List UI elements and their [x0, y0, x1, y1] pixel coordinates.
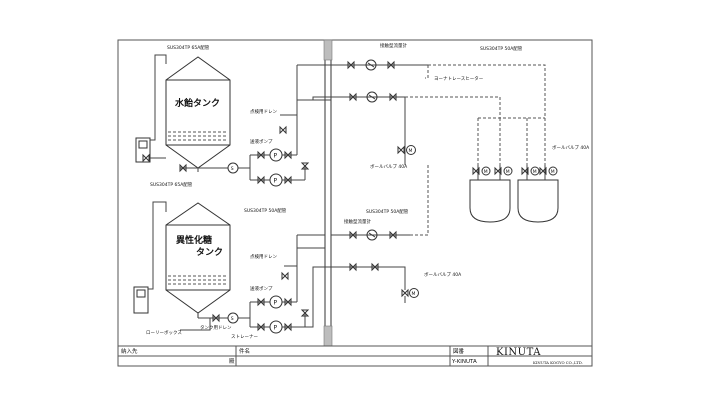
pump-1b: P [269, 173, 283, 187]
valves-group-2 [212, 271, 310, 332]
lower-main-line [296, 165, 429, 328]
title-block-drawing-no: Y-KINUTA [451, 359, 477, 365]
company-logo: KINUTA [496, 347, 541, 358]
tank-2 [165, 202, 231, 318]
svg-text:P: P [274, 299, 278, 306]
tank-1-name: 水飴タンク [175, 97, 220, 109]
label-flowmeter-2: 接触型流量計 [344, 218, 371, 225]
upper-valves [347, 60, 397, 102]
label-pump-1: 送液ポンプ [250, 138, 273, 145]
label-sus-65a-side: SUS304TP 65A配管 [150, 181, 193, 188]
label-strainer: ストレーナー [231, 334, 258, 340]
svg-text:M: M [506, 169, 510, 175]
svg-text:P: P [274, 177, 278, 184]
upper-main-line [296, 64, 546, 165]
tank-1 [165, 56, 231, 172]
label-ball-valve-1: ボールバルブ 40A [370, 163, 408, 170]
flowmeter-1 [365, 59, 377, 71]
label-sus-65a-top: SUS304TP 65A配管 [167, 44, 210, 51]
tank-2-name-line2: タンク [196, 246, 223, 258]
strainer-2: S [227, 312, 239, 324]
svg-text:M: M [533, 169, 537, 175]
lower-valves [349, 230, 397, 272]
label-drain-2: 点検用ドレン [250, 253, 277, 260]
tank-2-name-line1: 異性化糖 [176, 234, 212, 246]
label-tank-drain: タンク用ドレン [200, 324, 232, 331]
wall-column [323, 39, 333, 347]
label-sus-50a-lower: SUS304TP 50A配管 [366, 208, 409, 215]
svg-text:M: M [409, 148, 413, 154]
pump-2a: P [269, 295, 283, 309]
title-block [118, 345, 592, 366]
label-ball-valve-2: ボールバルブ 40A [552, 144, 590, 151]
svg-text:P: P [274, 152, 278, 159]
company-name: KINUTA KOGYO CO.,LTD. [533, 360, 583, 365]
label-sus-50a-mid: SUS304TP 50A配管 [244, 207, 287, 214]
label-pump-2: 送液ポンプ [250, 285, 273, 292]
motor-valve-lower: M [401, 288, 419, 303]
flowmeter-2 [366, 91, 378, 103]
title-block-client-header: 納入先 [121, 347, 138, 355]
label-drain-1: 点検用ドレン [250, 108, 277, 115]
drawing-frame [117, 39, 593, 367]
flowmeter-3 [366, 229, 378, 241]
motor-valve-upper: M [397, 145, 416, 155]
label-flowmeter-1: 接触型流量計 [380, 42, 407, 49]
svg-text:M: M [484, 169, 488, 175]
lorry-box-1 [135, 54, 167, 163]
svg-text:M: M [551, 169, 555, 175]
pump-2b: P [269, 320, 283, 334]
label-heater-line: ヨーナトレースヒーター [434, 75, 484, 82]
strainer-1: S [227, 162, 239, 174]
valves-group-1 [142, 125, 310, 185]
title-block-honorific: 殿 [229, 358, 235, 365]
title-block-drawing-no-header: 図番 [453, 348, 465, 355]
title-block-subject-header: 件名 [239, 347, 250, 355]
lorry-box-2 [133, 201, 167, 314]
vessel-motor-valves: M M M M [472, 166, 558, 176]
receiver-vessel-1 [469, 165, 511, 223]
label-sus-50a-top-right: SUS304TP 50A配管 [480, 45, 523, 52]
svg-text:S: S [231, 166, 234, 172]
pump-1a: P [269, 148, 283, 162]
svg-text:S: S [231, 316, 234, 322]
svg-text:M: M [412, 291, 416, 297]
label-lorry-box: ローリーボックス [146, 329, 182, 336]
svg-text:P: P [274, 324, 278, 331]
label-ball-valve-3: ボールバルブ 40A [424, 271, 462, 278]
